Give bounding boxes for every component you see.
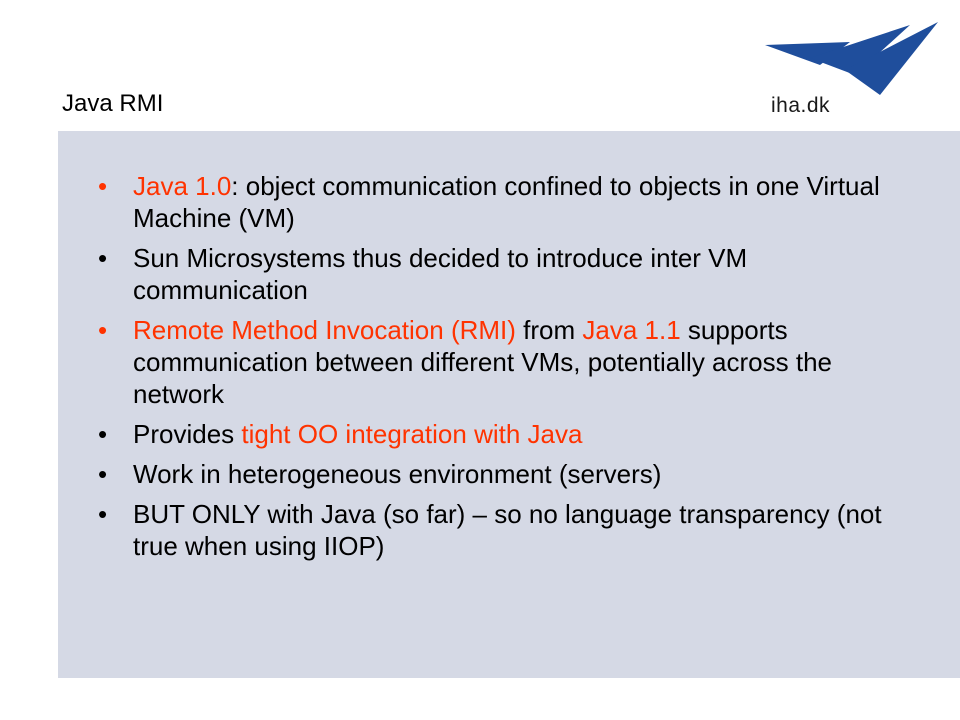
bullet-text: Sun Microsystems thus decided to introdu… — [133, 243, 748, 305]
bullet-text: from — [515, 315, 583, 345]
bullet-item: • Work in heterogeneous environment (serv… — [98, 458, 908, 490]
bullet-marker: • — [98, 419, 108, 449]
bullet-item: • Provides tight OO integration with Java — [98, 418, 908, 450]
bullet-marker: • — [98, 459, 108, 489]
content-panel — [58, 131, 960, 678]
bullet-text: Work in heterogeneous environment (serve… — [133, 459, 662, 489]
bullet-text: supports communication between different… — [133, 315, 832, 409]
highlighted-text: Java 1.1 — [582, 315, 681, 345]
bullet-text: Provides — [133, 419, 242, 449]
bullet-list: • Java 1.0: object communication confined… — [98, 170, 908, 570]
highlighted-text: Remote Method Invocation (RMI) — [133, 315, 516, 345]
bullet-item: • Java 1.0: object communication confined… — [98, 170, 908, 234]
bullet-marker: • — [98, 171, 108, 201]
bullet-marker: • — [98, 243, 108, 273]
iha-logo: iha.dk — [760, 20, 940, 125]
iha-wings-icon — [765, 22, 938, 95]
bullet-marker: • — [98, 315, 108, 345]
logo-text: iha.dk — [771, 94, 831, 117]
highlighted-text: tight OO integration with Java — [241, 419, 583, 449]
bullet-item: • Remote Method Invocation (RMI) from Jav… — [98, 314, 908, 410]
bullet-text: BUT ONLY with Java (so far) – so no lang… — [133, 499, 882, 561]
bullet-item: • Sun Microsystems thus decided to introd… — [98, 242, 908, 306]
bullet-text: : object communication confined to objec… — [133, 171, 880, 233]
slide-title: Java RMI — [62, 90, 164, 117]
bullet-item: • BUT ONLY with Java (so far) – so no lan… — [98, 498, 908, 562]
bullet-marker: • — [98, 499, 108, 529]
highlighted-text: Java 1.0 — [133, 171, 232, 201]
